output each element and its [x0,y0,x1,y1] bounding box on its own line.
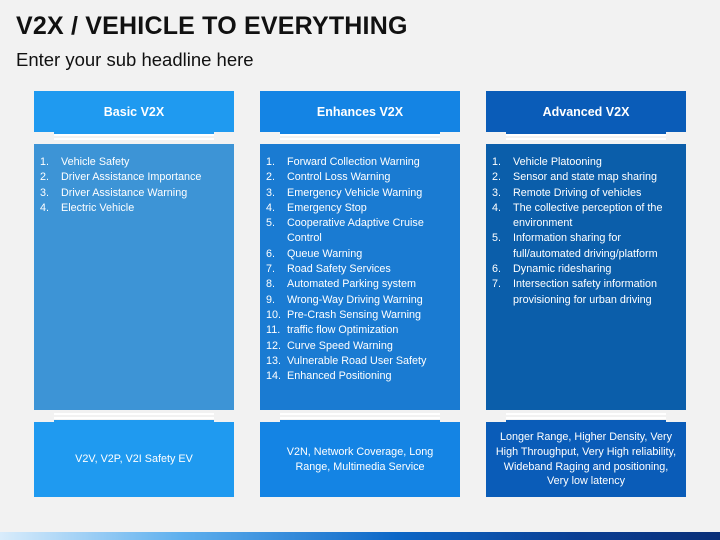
list-item-text: Road Safety Services [287,263,391,276]
list-item-text: Electric Vehicle [61,201,135,214]
footer-separator [486,410,686,422]
column-header: Basic V2X [34,91,234,132]
list-item-number: 13. [266,354,282,367]
list-item-text: Wrong-Way Driving Warning [287,293,423,306]
list-item-number: 6. [266,247,276,260]
list-item-number: 7. [492,278,502,291]
list-item-text: Automated Parking system [287,278,417,291]
list-item: 3. Driver Assistance Warning [40,186,228,201]
list-item-number: 6. [492,263,502,276]
list-item-number: 1. [40,156,50,168]
list-item: 12. Curve Speed Warning [266,339,454,354]
footer-separator [260,410,460,422]
column-footer: Longer Range, Higher Density, Very High … [486,422,686,497]
header-separator [260,132,460,144]
list-item: 5. Cooperative Adaptive Cruise Control [266,216,454,247]
list-item-text: traffic flow Optimization [287,324,399,337]
list-item: 1. Vehicle Safety [40,155,228,170]
list-item: 8. Automated Parking system [266,277,454,292]
column-footer: V2V, V2P, V2I Safety EV [34,422,234,497]
list-item-number: 10. [266,308,282,321]
list-item-text: Driver Assistance Importance [61,171,202,184]
list-item: 11. traffic flow Optimization [266,323,454,338]
column-body: 1. Vehicle Safety 2. Driver Assistance Impo… [34,144,234,410]
list-item-number: 5. [266,217,276,230]
column-footer: V2N, Network Coverage, Long Range, Multi… [260,422,460,497]
list-item-number: 1. [492,156,502,168]
list-item-text: Vehicle Platooning [513,156,602,168]
list-item: 2. Driver Assistance Importance [40,170,228,185]
list-item-number: 4. [266,201,276,214]
list-item-text: Intersection safety information provisio… [513,278,658,306]
item-list: 1. Vehicle Safety 2. Driver Assistance Impo… [40,155,228,216]
slide-subtitle: Enter your sub headline here [16,49,254,70]
list-item-text: Cooperative Adaptive Cruise Control [287,217,424,245]
list-item: 1. Forward Collection Warning [266,155,454,170]
list-item-text: Forward Collection Warning [287,156,420,168]
list-item: 6. Dynamic ridesharing [492,262,680,277]
list-item-text: Emergency Stop [287,201,367,214]
list-item: 7. Intersection safety information provis… [492,277,680,308]
column-advanced-v2x: Advanced V2X 1. Vehicle Platooning 2. Senso… [486,91,686,497]
list-item-text: Enhanced Positioning [287,370,392,383]
list-item-number: 3. [40,186,50,199]
list-item: 2. Control Loss Warning [266,170,454,185]
list-item: 3. Emergency Vehicle Warning [266,186,454,201]
list-item-number: 2. [492,171,502,184]
list-item-text: Curve Speed Warning [287,339,393,352]
list-item-text: Vehicle Safety [61,156,130,168]
list-item-number: 8. [266,278,276,291]
list-item-text: Driver Assistance Warning [61,186,188,199]
list-item-text: Emergency Vehicle Warning [287,186,423,199]
column-enhances-v2x: Enhances V2X 1. Forward Collection Warnin… [260,91,460,497]
column-body: 1. Vehicle Platooning 2. Sensor and state m… [486,144,686,410]
list-item-number: 2. [266,171,276,184]
list-item: 10. Pre-Crash Sensing Warning [266,308,454,323]
bottom-gradient-bar [0,532,720,540]
footer-separator [34,410,234,422]
column-body: 1. Forward Collection Warning 2. Control Lo… [260,144,460,410]
list-item-text: Sensor and state map sharing [513,171,658,184]
list-item-text: Dynamic ridesharing [513,263,612,276]
column-header: Advanced V2X [486,91,686,132]
item-list: 1. Forward Collection Warning 2. Control Lo… [266,155,454,384]
header-separator [34,132,234,144]
list-item: 4. Electric Vehicle [40,201,228,216]
list-item: 1. Vehicle Platooning [492,155,680,170]
list-item: 3. Remote Driving of vehicles [492,186,680,201]
list-item: 13. Vulnerable Road User Safety [266,354,454,369]
list-item: 14. Enhanced Positioning [266,369,454,384]
header-separator [486,132,686,144]
list-item-number: 3. [266,186,276,199]
list-item: 4. The collective perception of the envir… [492,201,680,232]
list-item-number: 1. [266,156,276,168]
list-item-text: Pre-Crash Sensing Warning [287,308,422,321]
list-item-text: Control Loss Warning [287,171,391,184]
list-item: 6. Queue Warning [266,247,454,262]
list-item-number: 9. [266,293,276,306]
list-item-number: 12. [266,339,282,352]
list-item-number: 4. [492,201,502,214]
list-item: 5. Information sharing for full/automated… [492,231,680,262]
list-item: 4. Emergency Stop [266,201,454,216]
column-basic-v2x: Basic V2X 1. Vehicle Safety 2. Driver Assis… [34,91,234,497]
list-item-number: 3. [492,186,502,199]
list-item-number: 5. [492,232,502,245]
list-item-number: 2. [40,171,50,184]
list-item-number: 14. [266,370,282,383]
list-item-text: Queue Warning [287,247,363,260]
list-item-number: 7. [266,263,276,276]
column-header: Enhances V2X [260,91,460,132]
list-item-number: 11. [266,324,281,337]
list-item-text: Information sharing for full/automated d… [513,232,658,260]
item-list: 1. Vehicle Platooning 2. Sensor and state m… [492,155,680,308]
list-item-text: Vulnerable Road User Safety [287,354,427,367]
list-item-text: The collective perception of the environ… [513,201,663,230]
list-item: 2. Sensor and state map sharing [492,170,680,185]
list-item: 7. Road Safety Services [266,262,454,277]
list-item-text: Remote Driving of vehicles [513,186,642,199]
slide-title: V2X / VEHICLE TO EVERYTHING [16,12,408,40]
list-item-number: 4. [40,201,50,214]
list-item: 9. Wrong-Way Driving Warning [266,293,454,308]
